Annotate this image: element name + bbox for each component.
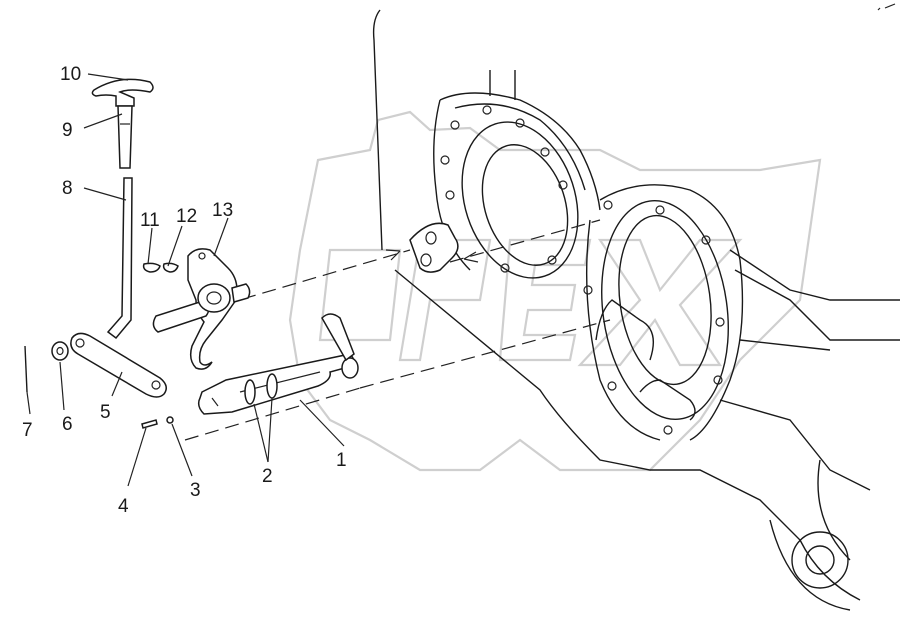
watermark-logo bbox=[288, 110, 822, 472]
callout-4: 4 bbox=[118, 496, 129, 517]
callout-11: 11 bbox=[140, 210, 160, 231]
callout-3: 3 bbox=[190, 480, 201, 501]
bent-lever-rod bbox=[106, 177, 133, 340]
detent-spring-pin bbox=[141, 419, 158, 429]
cotter-pin bbox=[24, 345, 28, 393]
callout-7: 7 bbox=[22, 420, 33, 441]
leader-lines bbox=[26, 73, 345, 487]
t-handle-knob bbox=[91, 78, 154, 107]
handle-rod bbox=[117, 105, 133, 169]
callout-13: 13 bbox=[212, 200, 233, 221]
spring-pin bbox=[142, 262, 161, 273]
selector-shaft bbox=[197, 313, 359, 415]
callout-2: 2 bbox=[262, 466, 273, 487]
lever-shaft-assembly bbox=[152, 248, 251, 370]
callout-10: 10 bbox=[60, 64, 81, 85]
assembly-lines bbox=[184, 219, 611, 441]
callout-1: 1 bbox=[336, 450, 347, 471]
callout-labels: 10 9 8 11 12 13 5 6 7 4 3 2 1 bbox=[22, 64, 347, 517]
callout-5: 5 bbox=[100, 402, 111, 423]
flange-bolt-holes bbox=[440, 105, 725, 435]
circlip bbox=[162, 262, 179, 273]
lever-link bbox=[70, 332, 167, 398]
callout-12: 12 bbox=[176, 206, 197, 227]
callout-8: 8 bbox=[62, 178, 73, 199]
detent-ball bbox=[166, 416, 174, 424]
callout-6: 6 bbox=[62, 414, 73, 435]
shift-fork-bracket bbox=[409, 222, 459, 273]
transmission-housing bbox=[372, 3, 900, 611]
washer bbox=[51, 341, 69, 361]
callout-9: 9 bbox=[62, 120, 73, 141]
